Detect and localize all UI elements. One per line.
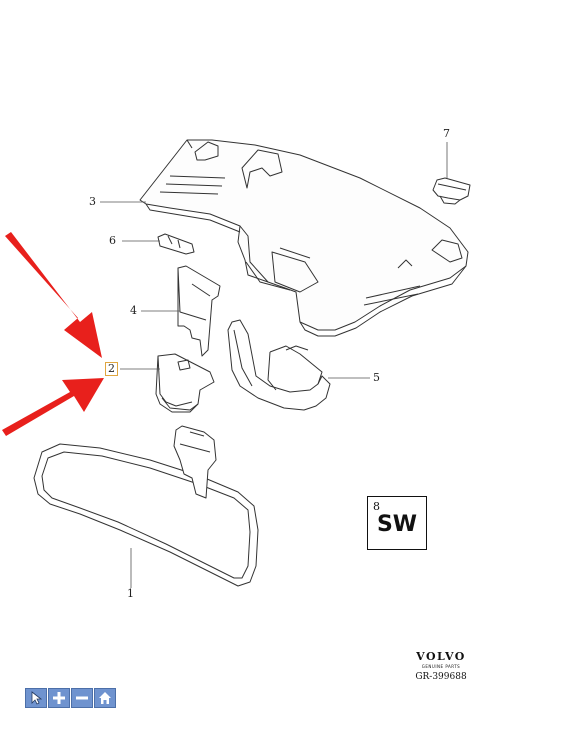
callout-6: 6 [109,234,116,247]
part-3-cover [139,139,469,337]
part-number: GR-399688 [415,672,467,682]
home-icon [99,692,111,704]
sw-badge-number: 8 [373,500,380,513]
part-1-mirror [33,425,259,587]
callout-4: 4 [130,304,137,317]
plus-icon [53,692,65,704]
callout-5: 5 [373,371,380,384]
callout-1: 1 [127,587,134,600]
brand-block: VOLVO GENUINE PARTS GR-399688 [405,650,477,682]
callout-2: 2 [105,362,118,376]
part-6-clip [157,233,195,255]
part-7-clip [432,177,471,205]
cursor-button[interactable] [25,688,47,708]
brand-logo: VOLVO [416,650,466,663]
sw-badge-text: SW [376,512,418,537]
minus-icon [76,696,88,700]
red-arrows [2,232,104,436]
cursor-icon [31,691,42,705]
callout-3: 3 [89,195,96,208]
part-5-cover [227,319,331,411]
brand-subtitle: GENUINE PARTS [421,664,461,669]
arrow-lower-icon [2,378,104,436]
zoom-out-button[interactable] [71,688,93,708]
arrow-upper-icon [5,232,102,358]
part-2-base [155,353,215,413]
zoom-toolbar [25,688,117,708]
leader-lines [100,142,448,588]
zoom-in-button[interactable] [48,688,70,708]
home-button[interactable] [94,688,116,708]
callout-7: 7 [443,127,450,140]
part-4-bracket [177,265,221,357]
sw-badge: 8 SW [367,496,427,550]
